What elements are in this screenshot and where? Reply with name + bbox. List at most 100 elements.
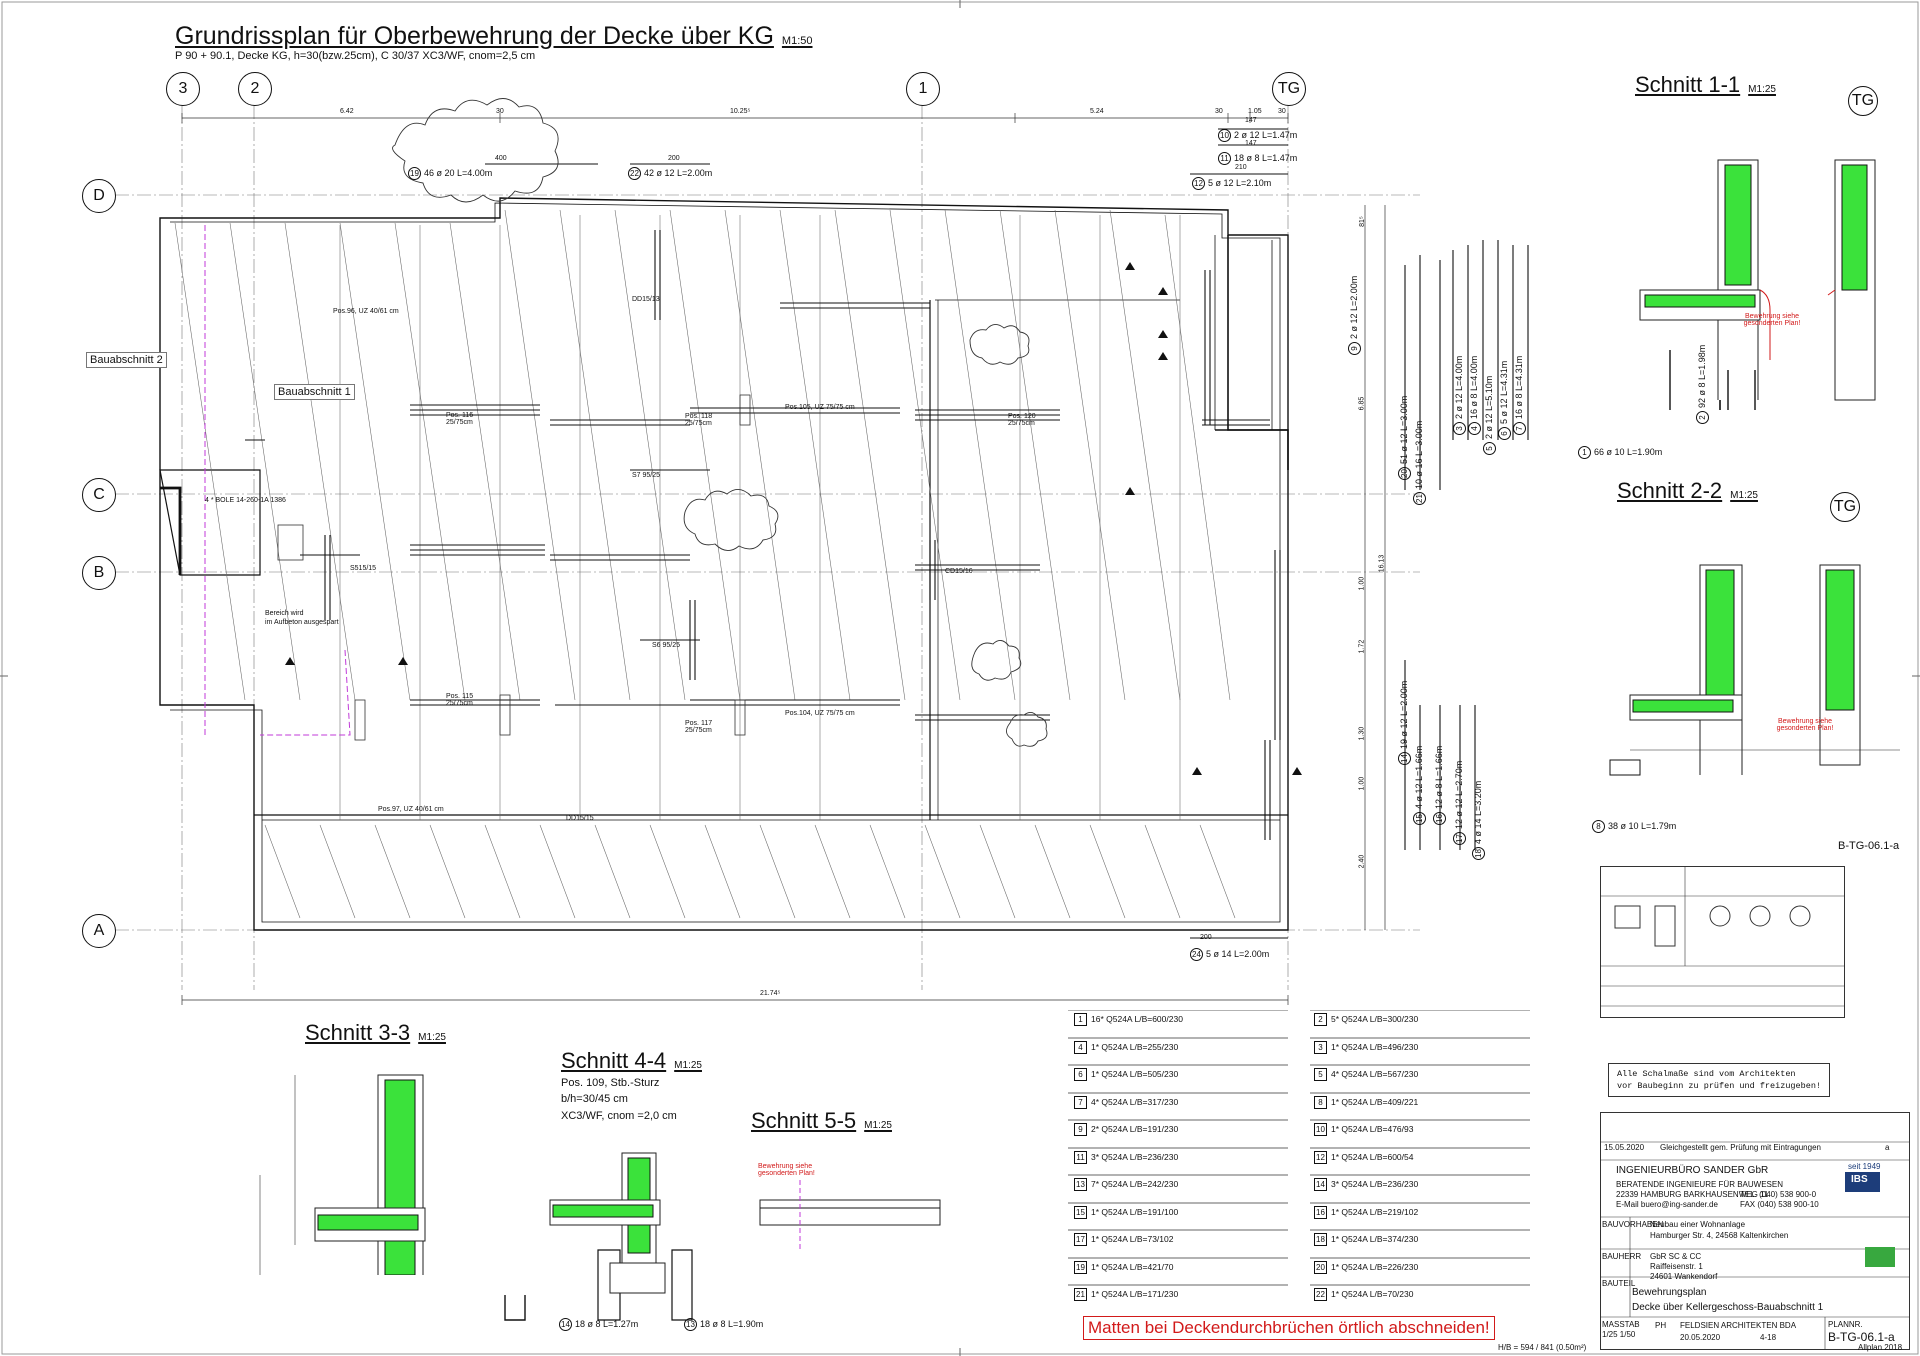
section-1-1-note: Bewehrung siehe gesonderten Plan! <box>1743 313 1801 327</box>
bauabschnitt-2-label: Bauabschnitt 2 <box>86 352 167 368</box>
mat-text: 3* Q524A L/B=236/230 <box>1331 1179 1419 1189</box>
bar-21-text: 10 ø 16 L=3.00m <box>1414 420 1424 489</box>
pos-22-num: 22 <box>628 167 641 180</box>
pos118-label: Pos. 118 25/75cm <box>685 413 713 427</box>
mat-num: 15 <box>1074 1206 1087 1219</box>
tb-part-label: BAUTEIL <box>1602 1279 1636 1288</box>
section-1-1-axis: TG <box>1848 86 1878 116</box>
pos-10-dim: 147 <box>1245 117 1257 124</box>
mat-num: 16 <box>1314 1206 1327 1219</box>
section-4-4-bar1-text: 18 ø 8 L=1.27m <box>575 1319 639 1329</box>
axis-bubble-c: C <box>82 478 116 512</box>
dim-right-2: 6.85 <box>1358 396 1366 411</box>
bereich-note-2: im Aufbeton ausgespart <box>265 619 339 626</box>
bar-16-tag: 1612 ø 8 L=1.66m <box>1433 746 1446 825</box>
tb-part-line1: Bewehrungsplan <box>1632 1287 1707 1298</box>
pos-11-text: 18 ø 8 L=1.47m <box>1234 153 1298 163</box>
bar-3-text: 2 ø 12 L=4.00m <box>1454 355 1464 419</box>
section-3-3-title-text: Schnitt 3-3 <box>305 1020 411 1045</box>
mat-text: 1* Q524A L/B=171/230 <box>1091 1289 1179 1299</box>
mat-text: 4* Q524A L/B=567/230 <box>1331 1069 1419 1079</box>
pos-11-dim: 147 <box>1245 140 1257 147</box>
tb-drawn: PH <box>1655 1321 1667 1330</box>
tb-scale-val: 1/25 1/50 <box>1602 1330 1636 1339</box>
tb-owner-line2: Raiffeisenstr. 1 <box>1650 1262 1703 1271</box>
tb-revision-date: 15.05.2020 <box>1604 1143 1645 1152</box>
mat-item: 17 1* Q524A L/B=73/102 <box>1074 1233 1183 1261</box>
cd15-16-label: CD15/16 <box>945 568 973 575</box>
bar-17-text: 12 ø 12 L=2.70m <box>1454 760 1464 829</box>
dd15-15-label: DD15/15 <box>566 815 594 822</box>
mat-num: 17 <box>1074 1233 1087 1246</box>
pos-24-num: 24 <box>1190 948 1203 961</box>
section-4-4-bar2-num: 13 <box>684 1318 697 1331</box>
pos-22-text: 42 ø 12 L=2.00m <box>644 168 713 178</box>
section-4-4-size: b/h=30/45 cm <box>561 1093 628 1105</box>
axis-bubble-2: 2 <box>238 72 272 106</box>
bar-6-tag: 65 ø 12 L=4.31m <box>1498 361 1511 440</box>
axis-bubble-tg: TG <box>1272 72 1306 106</box>
tb-date: 20.05.2020 <box>1680 1333 1721 1342</box>
mat-text: 2* Q524A L/B=191/230 <box>1091 1124 1179 1134</box>
tb-auftr: 4-18 <box>1760 1333 1777 1342</box>
tb-office-sub: BERATENDE INGENIEURE FÜR BAUWESEN <box>1616 1180 1783 1189</box>
mat-text: 1* Q524A L/B=476/93 <box>1331 1124 1414 1134</box>
s515-label: S515/15 <box>350 565 377 572</box>
mat-text: 1* Q524A L/B=600/54 <box>1331 1152 1414 1162</box>
mat-text: 4* Q524A L/B=317/230 <box>1091 1097 1179 1107</box>
mat-num: 19 <box>1074 1261 1087 1274</box>
mat-text: 1* Q524A L/B=73/102 <box>1091 1234 1174 1244</box>
mat-num: 21 <box>1074 1288 1087 1301</box>
mat-text: 1* Q524A L/B=505/230 <box>1091 1069 1179 1079</box>
section-1-1-bar-text: 66 ø 10 L=1.90m <box>1594 447 1663 457</box>
tb-owner-line1: GbR SC & CC <box>1650 1252 1702 1261</box>
architect-note: Alle Schalmaße sind vom Architekten vor … <box>1608 1063 1831 1097</box>
dim-top-6: 1.05 <box>1248 108 1262 115</box>
footer-format: H/B = 594 / 841 (0.50m²) <box>1498 1343 1587 1352</box>
mat-text: 1* Q524A L/B=496/230 <box>1331 1042 1419 1052</box>
mat-item: 21 1* Q524A L/B=171/230 <box>1074 1288 1183 1316</box>
pos-11-num: 11 <box>1218 152 1231 165</box>
axis-bubble-1: 1 <box>906 72 940 106</box>
bar-9-tag: 92 ø 12 L=2.00m <box>1348 276 1361 355</box>
bar-14-text: 19 ø 12 L=2.00m <box>1399 680 1409 749</box>
bar-17-num: 17 <box>1453 832 1466 845</box>
bar-5-num: 5 <box>1483 442 1496 455</box>
section-4-4-bar1-num: 14 <box>559 1318 572 1331</box>
pos116-label: Pos. 116 25/75cm <box>446 412 474 426</box>
dim-top-3: 10.25⁵ <box>730 108 751 115</box>
bereich-note-1: Bereich wird <box>265 610 304 617</box>
pos97-label: Pos.97, UZ 40/61 cm <box>378 806 444 813</box>
mat-text: 3* Q524A L/B=236/230 <box>1091 1152 1179 1162</box>
section-4-4-drawing <box>504 1152 693 1321</box>
axis-bubble-b: B <box>82 556 116 590</box>
architect-note-line1: Alle Schalmaße sind vom Architekten <box>1617 1069 1796 1079</box>
section-4-4-scale: M1:25 <box>674 1060 702 1071</box>
bar-20-text: 51 ø 12 L=3.00m <box>1399 395 1409 464</box>
section-1-1-title-text: Schnitt 1-1 <box>1635 72 1741 97</box>
section-5-5-title-text: Schnitt 5-5 <box>751 1108 857 1133</box>
bar-6-num: 6 <box>1498 427 1511 440</box>
section-1-1-extra-text: 92 ø 8 L=1.98m <box>1697 344 1707 408</box>
s6-label: S6 95/25 <box>652 642 681 649</box>
bar-15-tag: 154 ø 12 L=1.66m <box>1413 746 1426 825</box>
axis-bubble-a: A <box>82 914 116 948</box>
tb-since: seit 1949 <box>1848 1162 1881 1171</box>
bar-15-text: 4 ø 12 L=1.66m <box>1414 745 1424 809</box>
tb-office-tel: TEL. (040) 538 900-0 <box>1740 1190 1817 1199</box>
mat-num: 4 <box>1074 1041 1087 1054</box>
mat-text: 1* Q524A L/B=255/230 <box>1091 1042 1179 1052</box>
section-1-1-bar-num: 1 <box>1578 446 1591 459</box>
tb-office-name: INGENIEURBÜRO SANDER GbR <box>1616 1165 1769 1176</box>
mat-text: 5* Q524A L/B=300/230 <box>1331 1014 1419 1024</box>
dim-top-7: 30 <box>1278 108 1286 115</box>
